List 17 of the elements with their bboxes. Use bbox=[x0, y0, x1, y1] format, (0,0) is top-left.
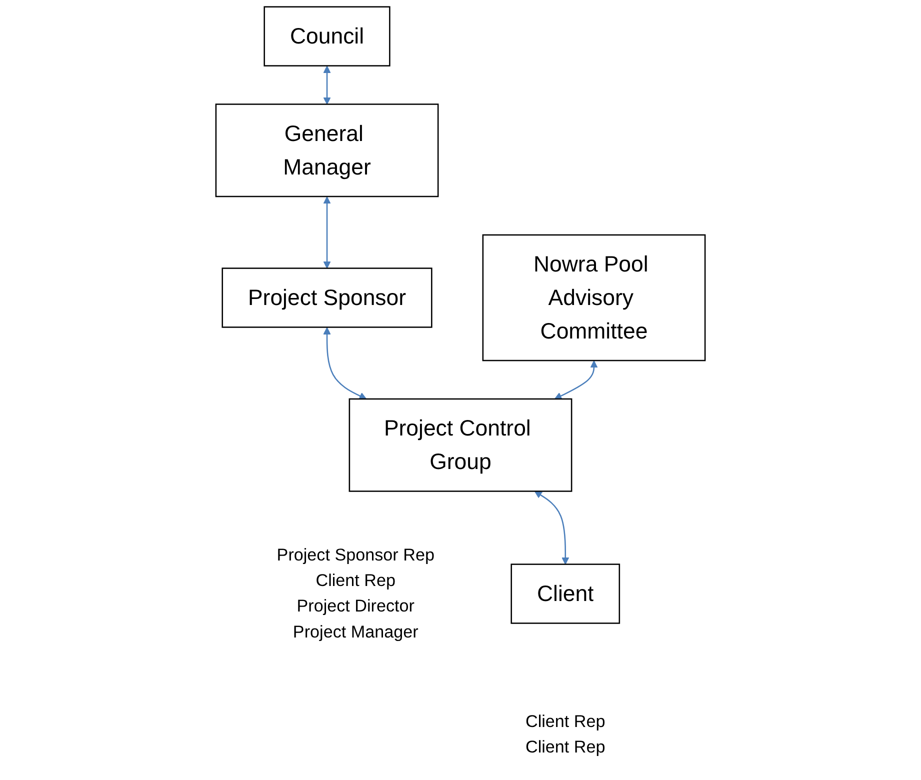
node-box: Project Sponsor bbox=[222, 268, 432, 328]
node-box: Project Control Group bbox=[348, 398, 572, 492]
node-label: Project Sponsor Rep bbox=[276, 546, 434, 565]
node-box: Council bbox=[264, 6, 390, 66]
node-box: Client bbox=[510, 564, 620, 624]
arrow bbox=[554, 360, 598, 400]
node-label: Project Director bbox=[296, 597, 414, 616]
node-label: Client Rep bbox=[525, 738, 606, 757]
arrow bbox=[534, 491, 570, 565]
node-box: Nowra Pool Advisory Committee bbox=[482, 234, 706, 362]
node-label: Client Rep bbox=[525, 712, 606, 732]
arrow bbox=[323, 196, 331, 269]
arrow bbox=[323, 327, 367, 400]
arrow bbox=[323, 66, 331, 105]
node-label: Project Manager bbox=[292, 622, 418, 642]
node-box: General Manager bbox=[215, 104, 439, 198]
node-label: Client Rep bbox=[316, 572, 396, 590]
